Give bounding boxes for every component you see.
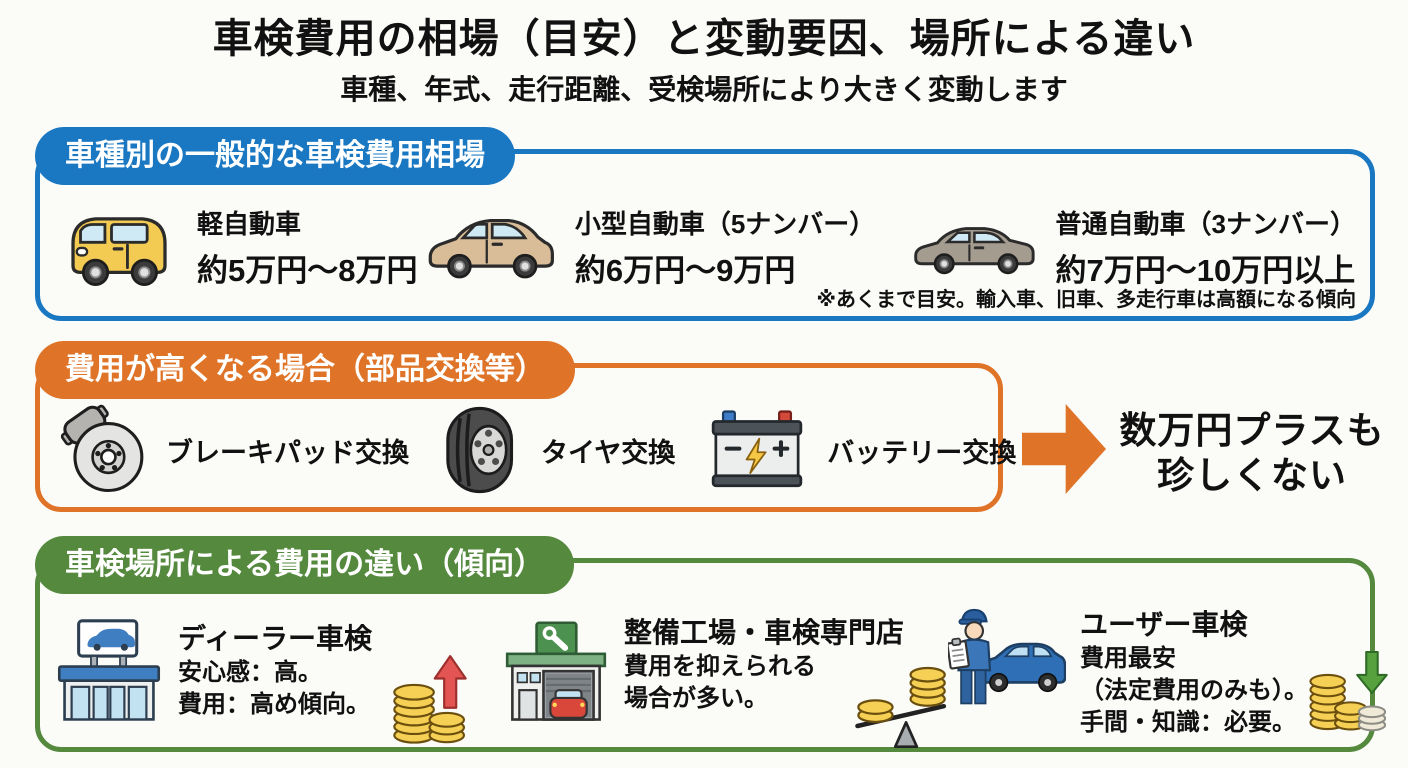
parts-result-text: 数万円プラスも 珍しくない [1102,408,1402,498]
part-label: ブレーキパッド交換 [166,437,409,468]
coins-up-icon [390,647,476,747]
result-line2: 珍しくない [1157,455,1347,497]
location-text: ディーラー車検 安心感：高。 費用：高め傾向。 [178,617,376,721]
vehicle-cost-section: 車種別の一般的な車検費用相場 [35,127,1375,321]
vehicle-price: 約6万円〜9万円 [574,253,796,288]
page-subtitle: 車種、年式、走行距離、受検場所により大きく変動します [340,74,1068,105]
battery-icon [705,406,809,494]
location-line: 安心感：高。 [178,659,322,686]
location-title: ユーザー車検 [1080,609,1248,640]
location-text: 整備工場・車検専門店 費用を抑えられる 場合が多い。 [624,611,905,715]
coins-down-icon [1308,637,1390,735]
kei-car-icon [58,200,180,294]
vehicle-name: 軽自動車 [197,209,302,239]
vehicle-text: 小型自動車（5ナンバー） 約6万円〜9万円 [575,204,875,290]
location-item-garage: 整備工場・車検専門店 費用を抑えられる 場合が多い。 [502,597,952,753]
vehicle-price: 約5万円〜8万円 [197,253,418,288]
location-line: 費用最安 [1080,645,1176,672]
location-title: ディーラー車検 [178,623,373,654]
part-label: タイヤ交換 [541,437,676,468]
parts-row: ブレーキパッド交換 [60,404,1016,496]
vehicle-price: 約7万円〜10万円以上 [1055,253,1356,288]
parts-section-header: 費用が高くなる場合（部品交換等） [35,341,575,399]
location-line: 手間・知識：必要。 [1080,708,1296,736]
location-item-dealer: ディーラー車検 安心感：高。 費用：高め傾向。 [54,597,504,747]
vehicle-item-compact: 小型自動車（5ナンバー） 約6万円〜9万円 [421,204,909,290]
part-item-brake: ブレーキパッド交換 [60,404,409,496]
vehicle-item-kei: 軽自動車 約5万円〜8万円 [58,200,421,294]
coins-balance-icon [850,663,954,753]
location-section: 車検場所による費用の違い（傾向） [35,536,1388,753]
location-section-header: 車検場所による費用の違い（傾向） [35,536,575,594]
part-label: バッテリー交換 [827,437,1017,468]
location-title: 整備工場・車検専門店 [624,617,905,648]
brake-pad-icon [60,404,148,496]
vehicle-item-sedan: 普通自動車（3ナンバー） 約7万円〜10万円以上 [909,204,1356,290]
part-item-tire: タイヤ交換 [439,404,675,496]
tire-icon [439,404,523,496]
vehicle-section-note: ※あくまで目安。輸入車、旧車、多走行車は高額になる傾向 [816,289,1356,311]
location-line: 費用：高め傾向。 [178,690,370,718]
location-line: 場合が多い。 [624,684,768,712]
compact-car-icon [421,206,558,288]
garage-icon [502,621,610,723]
part-item-battery: バッテリー交換 [705,406,1016,494]
result-line1: 数万円プラスも [1119,410,1385,451]
location-line: （法定費用のみも）。 [1080,676,1308,704]
mechanic-icon [948,605,1066,711]
location-item-user: ユーザー車検 費用最安 （法定費用のみも）。 手間・知識：必要。 [948,591,1388,739]
vehicle-section-header: 車種別の一般的な車検費用相場 [35,127,515,185]
vehicle-text: 軽自動車 約5万円〜8万円 [197,204,417,290]
vehicle-text: 普通自動車（3ナンバー） 約7万円〜10万円以上 [1056,204,1356,290]
page-title: 車検費用の相場（目安）と変動要因、場所による違い [212,17,1196,61]
parts-cost-section: 費用が高くなる場合（部品交換等） [35,341,1016,512]
location-text: ユーザー車検 費用最安 （法定費用のみも）。 手間・知識：必要。 [1080,603,1308,739]
vehicle-name: 普通自動車（3ナンバー） [1055,209,1356,239]
location-line: 費用を抑えられる [624,653,816,680]
sedan-car-icon [909,213,1039,281]
right-arrow-icon [1022,404,1106,494]
dealer-building-icon [54,619,164,723]
vehicle-name: 小型自動車（5ナンバー） [574,209,876,239]
vehicle-row: 軽自動車 約5万円〜8万円 [58,200,1356,294]
